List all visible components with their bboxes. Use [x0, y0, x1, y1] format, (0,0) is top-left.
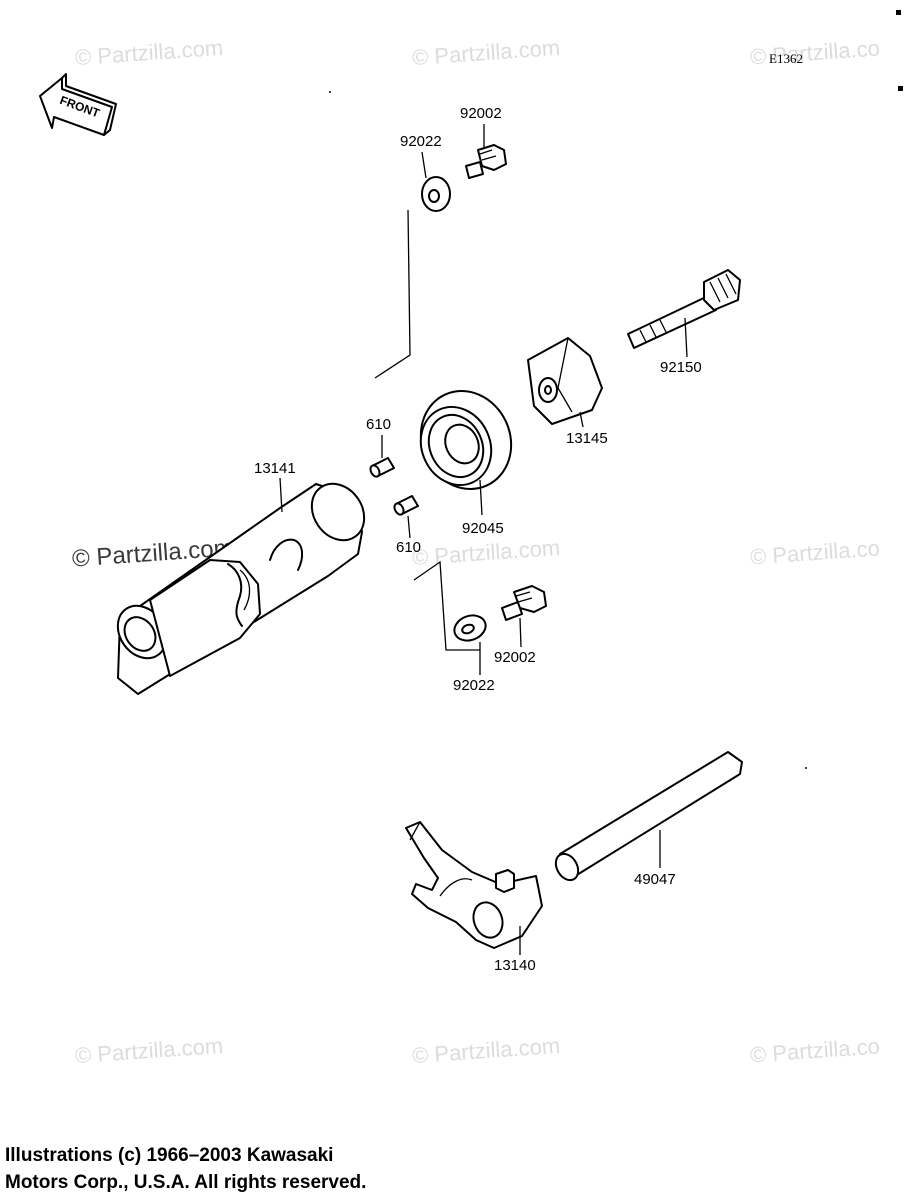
label-13141: 13141	[254, 460, 296, 477]
shift-drum-13141	[116, 482, 366, 695]
pin-610-top	[369, 457, 395, 478]
washer-92022-top	[421, 176, 451, 212]
label-13145: 13145	[566, 430, 608, 447]
bolt-92002-bottom	[501, 585, 547, 621]
label-610-top: 610	[366, 416, 391, 433]
label-92002-top: 92002	[460, 105, 502, 122]
diagram-code: E1362	[769, 51, 803, 66]
label-92045: 92045	[462, 520, 504, 537]
label-92150: 92150	[660, 359, 702, 376]
label-92022-bottom: 92022	[453, 677, 495, 694]
bearing-92045	[419, 390, 513, 490]
label-13140: 13140	[494, 957, 536, 974]
label-49047: 49047	[634, 871, 676, 888]
shift-cam-13145	[527, 337, 603, 425]
washer-92022-bottom	[453, 614, 487, 642]
copyright-notice: Illustrations (c) 1966–2003 Kawasaki Mot…	[5, 1142, 366, 1196]
label-92002-bottom: 92002	[494, 649, 536, 666]
shift-rod-49047	[554, 751, 743, 882]
label-610-bottom: 610	[396, 539, 421, 556]
front-arrow-icon: FRONT	[39, 73, 117, 136]
shift-fork-13140	[405, 821, 543, 949]
label-92022-top: 92022	[400, 133, 442, 150]
bolt-92150	[627, 269, 741, 349]
pin-610-bottom	[393, 495, 419, 516]
copyright-line-2: Motors Corp., U.S.A. All rights reserved…	[5, 1172, 367, 1193]
bolt-92002-top	[465, 144, 507, 179]
copyright-line-1: Illustrations (c) 1966–2003 Kawasaki	[5, 1145, 334, 1166]
